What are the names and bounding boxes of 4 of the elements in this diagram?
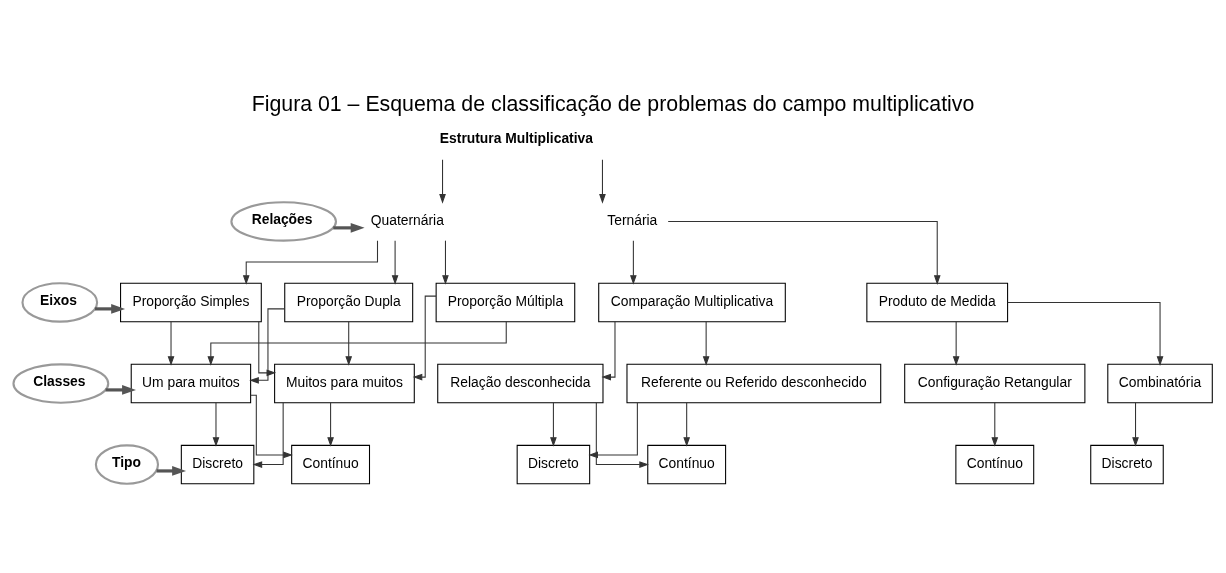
node-text: Estrutura Multiplicativa xyxy=(439,130,593,146)
node-text: Quaternária xyxy=(370,212,444,229)
diagram-title: Figura 01 – Esquema de classificação de problemas do campo multiplicativo xyxy=(251,91,975,116)
node-text: Ternária xyxy=(607,212,658,229)
